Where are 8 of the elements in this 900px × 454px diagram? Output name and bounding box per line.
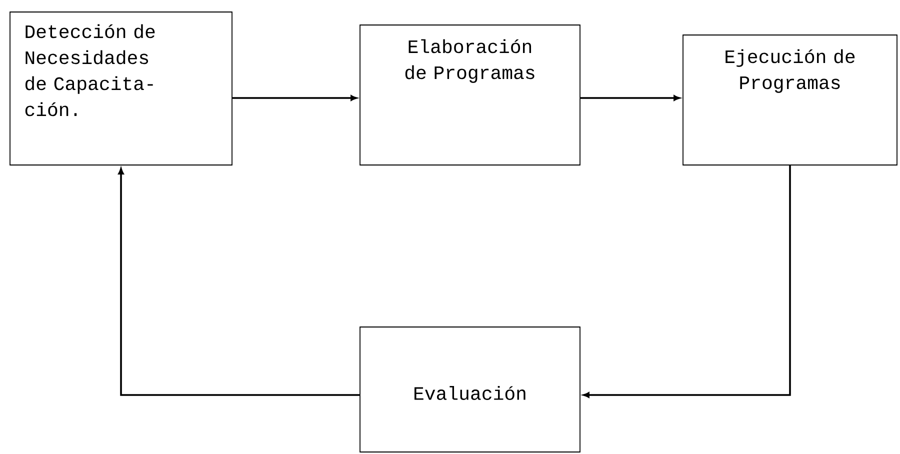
process-box: Ejecución de Programas	[682, 34, 898, 166]
arrow	[580, 95, 680, 101]
process-box: Evaluación	[360, 326, 580, 452]
process-box: Detección de Necesidades de Capacita- ción.	[10, 12, 232, 166]
arrow	[583, 165, 791, 398]
arrow	[118, 168, 360, 396]
process-box: Elaboración de Programas	[360, 24, 580, 166]
arrow	[232, 95, 357, 101]
